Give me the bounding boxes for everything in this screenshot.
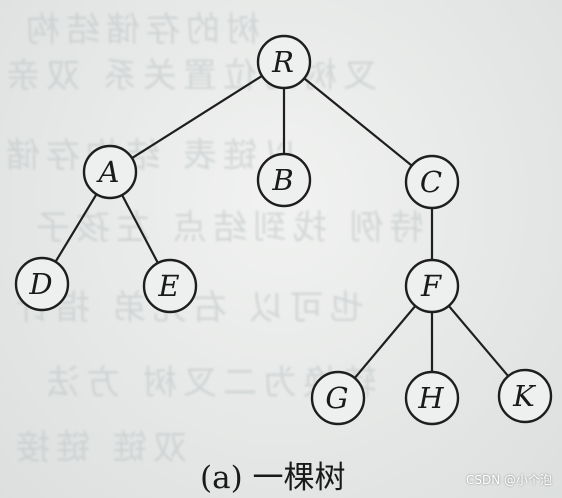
node-label: H [417, 381, 444, 415]
edge-a-d [54, 193, 98, 263]
node-circle [404, 258, 460, 314]
tree-node-f: F [404, 258, 460, 314]
node-label: R [271, 45, 294, 79]
edges-layer [54, 74, 510, 379]
node-circle [256, 152, 312, 208]
node-label: G [325, 381, 348, 415]
watermark: CSDN @小个泡 [465, 473, 552, 487]
tree-node-c: C [404, 154, 460, 210]
node-circle [14, 256, 70, 312]
tree-node-e: E [142, 258, 198, 314]
node-label: D [28, 267, 52, 301]
edge-f-k [447, 305, 510, 377]
node-circle [310, 370, 366, 426]
tree-node-r: R [256, 34, 312, 90]
node-label: F [420, 269, 442, 303]
tree-node-h: H [404, 370, 460, 426]
tree-node-k: K [497, 368, 553, 424]
node-circle [404, 154, 460, 210]
nodes-layer: R A B C D E F G H K [14, 34, 553, 426]
node-label: K [512, 379, 537, 413]
node-circle [404, 370, 460, 426]
edge-a-e [121, 194, 159, 264]
node-circle [82, 144, 138, 200]
node-label: A [96, 155, 120, 189]
tree-node-a: A [82, 144, 138, 200]
tree-node-b: B [256, 152, 312, 208]
edge-f-g [353, 305, 417, 379]
node-circle [256, 34, 312, 90]
node-label: E [157, 269, 179, 303]
edge-r-a [131, 74, 263, 160]
figure-caption: (a) 一棵树 [200, 460, 346, 496]
tree-node-d: D [14, 256, 70, 312]
node-circle [142, 258, 198, 314]
edge-r-c [303, 77, 413, 167]
node-label: B [271, 163, 293, 197]
tree-node-g: G [310, 370, 366, 426]
node-label: C [420, 165, 442, 199]
node-circle [497, 368, 553, 424]
